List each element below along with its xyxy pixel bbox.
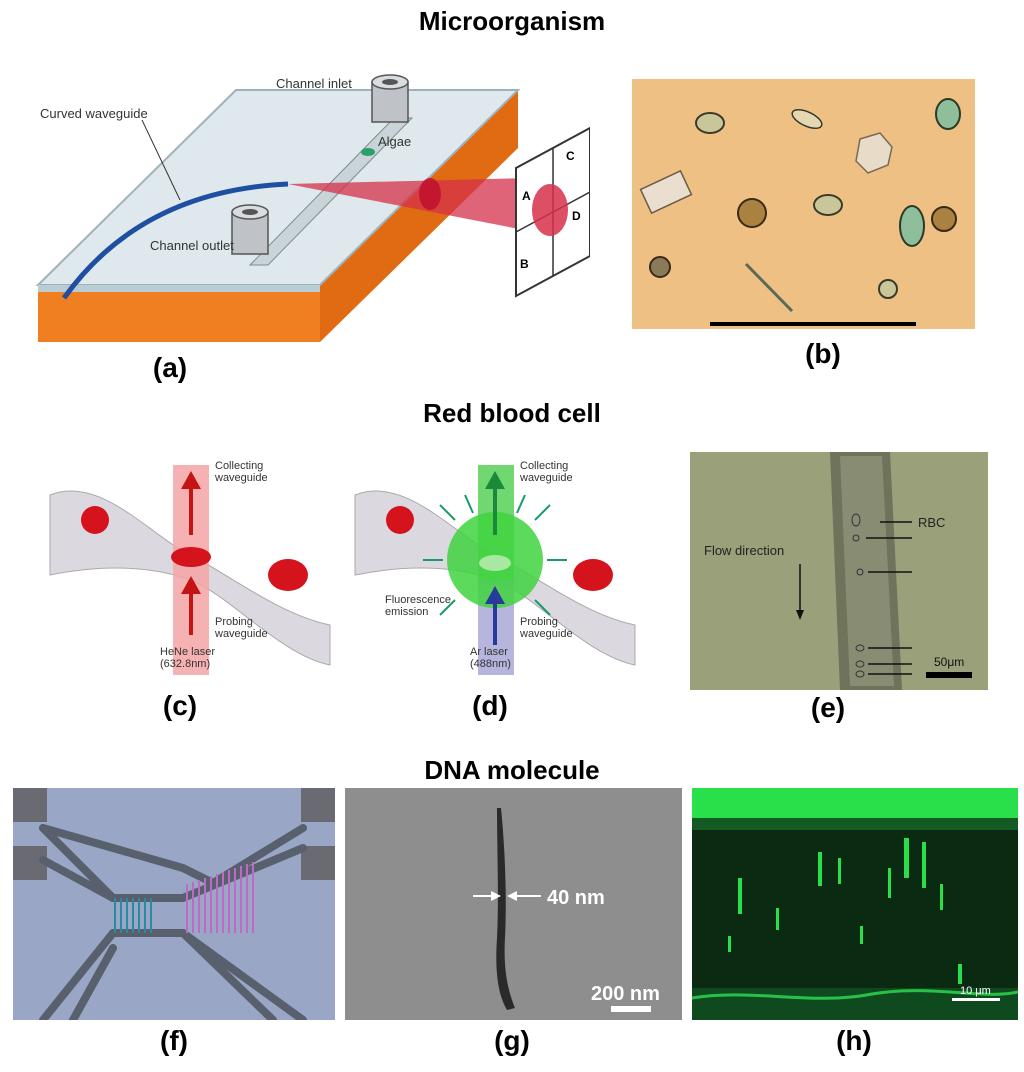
scale-label: 50μm <box>934 655 964 669</box>
algae-dot <box>361 148 375 156</box>
panel-label-h: (h) <box>836 1025 872 1056</box>
light-beam <box>288 178 550 235</box>
rbc-left <box>386 506 414 534</box>
label-collecting-2: waveguide <box>214 472 268 484</box>
cell-7 <box>813 194 843 216</box>
panel-d-fluorescence-diagram: Collecting waveguide Fluorescence emissi… <box>354 460 636 675</box>
panel-a-chip-diagram: A C B D Curved waveguide Channel inlet A… <box>35 74 590 342</box>
label-algae: Algae <box>378 134 411 149</box>
label-channel-inlet: Channel inlet <box>276 76 352 91</box>
panel-b-micrograph <box>632 79 975 329</box>
label-laser: HeNe laser <box>160 646 215 658</box>
rbc-cells <box>851 513 865 678</box>
section-title-dna-molecule: DNA molecule <box>424 755 600 785</box>
label-fluorescence: Fluorescence <box>385 594 451 606</box>
panel-label-b: (b) <box>805 338 841 369</box>
channel-network <box>39 824 307 1020</box>
label-fluorescence-2: emission <box>385 606 428 618</box>
scale-bar <box>952 998 1000 1001</box>
label-curved-waveguide: Curved waveguide <box>40 106 148 121</box>
panel-h-fluorescence-image: 10 μm <box>692 788 1018 1020</box>
curved-waveguide <box>61 181 289 300</box>
label-collecting: Collecting <box>520 460 568 472</box>
scale-bar <box>926 672 972 678</box>
panel-c-probing-diagram: Collecting waveguide Probing waveguide H… <box>49 460 331 675</box>
top-reservoir <box>692 788 1018 818</box>
cell-10 <box>649 256 671 278</box>
flow-arrow <box>796 610 804 620</box>
panel-e-rbc-micrograph: Flow direction RBC 50μm <box>690 452 988 690</box>
scale-label: 10 μm <box>960 985 991 997</box>
slab-side <box>320 90 518 342</box>
beam-spot <box>419 178 441 210</box>
dna-molecules <box>728 838 962 984</box>
label-collecting: Collecting <box>215 460 263 472</box>
quad-label-b: B <box>520 257 529 271</box>
label-laser-2: (488nm) <box>470 658 511 670</box>
quad-label-c: C <box>566 149 575 163</box>
detector-spot <box>532 184 568 236</box>
label-laser: Ar laser <box>470 646 508 658</box>
label-collecting-2: waveguide <box>519 472 573 484</box>
label-width: 40 nm <box>547 887 605 909</box>
label-probing-2: waveguide <box>519 628 573 640</box>
panel-f-chip-render <box>13 788 335 1020</box>
cell-5 <box>639 169 693 215</box>
panel-label-a: (a) <box>152 352 188 383</box>
quad-label-a: A <box>522 189 531 203</box>
panel-g-sem-image: 40 nm 200 nm <box>345 788 682 1020</box>
quad-label-d: D <box>572 209 581 223</box>
chip-background <box>13 788 335 1020</box>
narrow-channel-array <box>114 898 152 933</box>
rbc-right <box>268 559 308 591</box>
rbc-right <box>573 559 613 591</box>
scale-bar <box>611 1006 651 1012</box>
rbc-center <box>171 547 211 567</box>
cell-8 <box>899 205 925 247</box>
cell-1 <box>695 112 725 134</box>
emission-arrows <box>423 494 567 616</box>
panel-label-f: (f) <box>160 1025 188 1056</box>
label-probing-2: waveguide <box>214 628 268 640</box>
glass-edge <box>38 285 320 292</box>
cell-4 <box>855 132 893 174</box>
slab-front <box>38 285 320 342</box>
section-title-red-blood-cell: Red blood cell <box>423 398 601 428</box>
cell-9 <box>931 206 957 232</box>
label-probing: Probing <box>215 616 253 628</box>
scale-label: 200 nm <box>591 983 660 1005</box>
label-rbc: RBC <box>918 515 945 530</box>
label-laser-2: (632.8nm) <box>160 658 210 670</box>
cell-2 <box>791 108 823 130</box>
panel-label-c: (c) <box>162 690 198 721</box>
cell-11 <box>744 262 794 313</box>
wide-channel-array <box>186 862 254 933</box>
cell-12 <box>878 279 898 299</box>
rbc-center <box>479 555 511 571</box>
rbc-pointer-arrows <box>866 521 912 675</box>
panel-label-e: (e) <box>810 692 846 723</box>
label-probing: Probing <box>520 616 558 628</box>
label-flow-direction: Flow direction <box>704 543 784 558</box>
scale-bar <box>710 322 916 326</box>
section-title-microorganism: Microorganism <box>418 6 606 36</box>
sem-background <box>345 788 682 1020</box>
nanoslit <box>496 808 515 1010</box>
panel-label-d: (d) <box>472 690 508 721</box>
cell-3 <box>935 98 961 130</box>
panel-label-g: (g) <box>494 1025 530 1056</box>
rbc-left <box>81 506 109 534</box>
label-channel-outlet: Channel outlet <box>150 238 234 253</box>
cell-6 <box>737 198 767 228</box>
